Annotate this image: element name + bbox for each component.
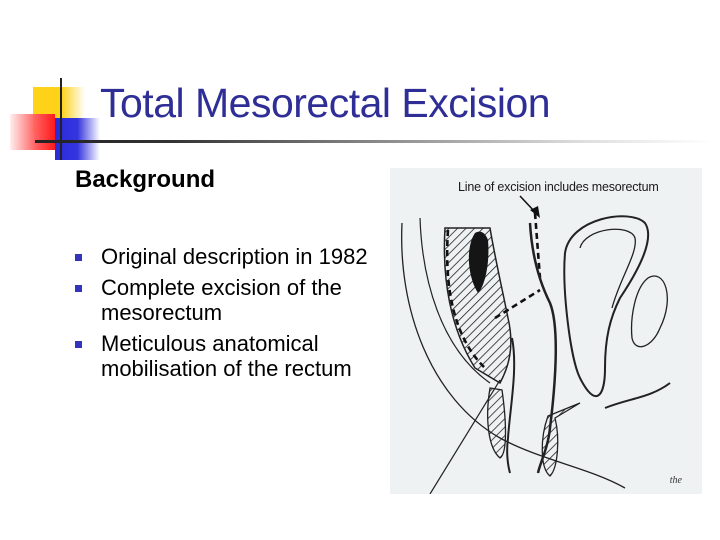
bullet-text: Original description in 1982 [101, 244, 368, 269]
vertical-rule-decoration [60, 78, 62, 160]
bullet-text: Complete excision of the mesorectum [101, 275, 342, 325]
bullet-item: Complete excision of the mesorectum [75, 275, 385, 325]
blue-square-decoration [55, 118, 100, 160]
section-heading: Background [75, 166, 216, 193]
red-square-decoration [10, 114, 55, 150]
bullet-list: Original description in 1982 Complete ex… [75, 244, 385, 387]
figure-caption: Line of excision includes mesorectum [458, 180, 659, 194]
slide-title: Total Mesorectal Excision [100, 80, 551, 126]
title-decoration [0, 0, 720, 170]
bullet-item: Original description in 1982 [75, 244, 385, 269]
pelvis-sagittal-illustration [401, 195, 671, 494]
bullet-text: Meticulous anatomical mobilisation of th… [101, 331, 352, 381]
figure-signature: the [669, 475, 682, 486]
anatomical-diagram: Line of excision includes mesorectum the [390, 168, 702, 494]
square-bullet-icon [75, 341, 82, 348]
square-bullet-icon [75, 254, 82, 261]
title-underline-rule [35, 140, 715, 143]
square-bullet-icon [75, 285, 82, 292]
bullet-item: Meticulous anatomical mobilisation of th… [75, 331, 385, 381]
